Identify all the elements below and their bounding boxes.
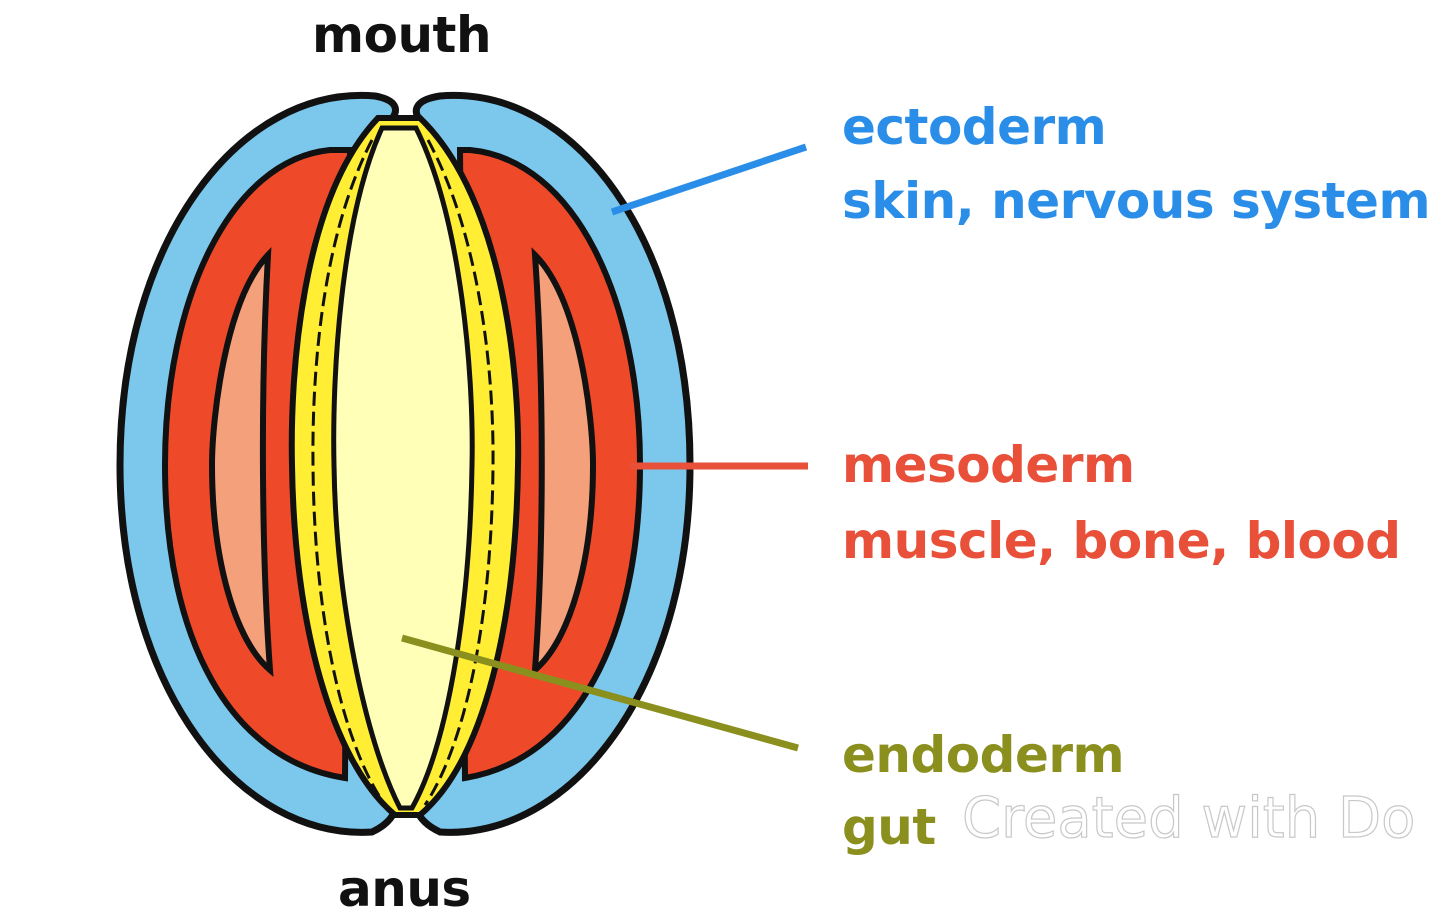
mouth-label: mouth xyxy=(312,6,492,64)
mesoderm-description-label: muscle, bone, blood xyxy=(842,512,1401,570)
coelom-left xyxy=(208,247,274,677)
endoderm-leader-line xyxy=(401,634,799,752)
endoderm-description-label: gut xyxy=(842,798,936,856)
endoderm-separator-right xyxy=(423,139,495,806)
mesoderm-name-label: mesoderm xyxy=(842,436,1135,494)
coelom-right xyxy=(531,247,597,677)
gut-lumen xyxy=(331,125,475,811)
watermark-text: Created with Do xyxy=(961,785,1416,851)
ectoderm-description-label: skin, nervous system xyxy=(842,172,1431,230)
ectoderm-leader-line xyxy=(610,143,808,216)
endoderm-name-label: endoderm xyxy=(842,726,1125,784)
endoderm-separator-left xyxy=(311,139,387,806)
anus-label: anus xyxy=(338,860,471,910)
ectoderm-name-label: ectoderm xyxy=(842,98,1107,156)
